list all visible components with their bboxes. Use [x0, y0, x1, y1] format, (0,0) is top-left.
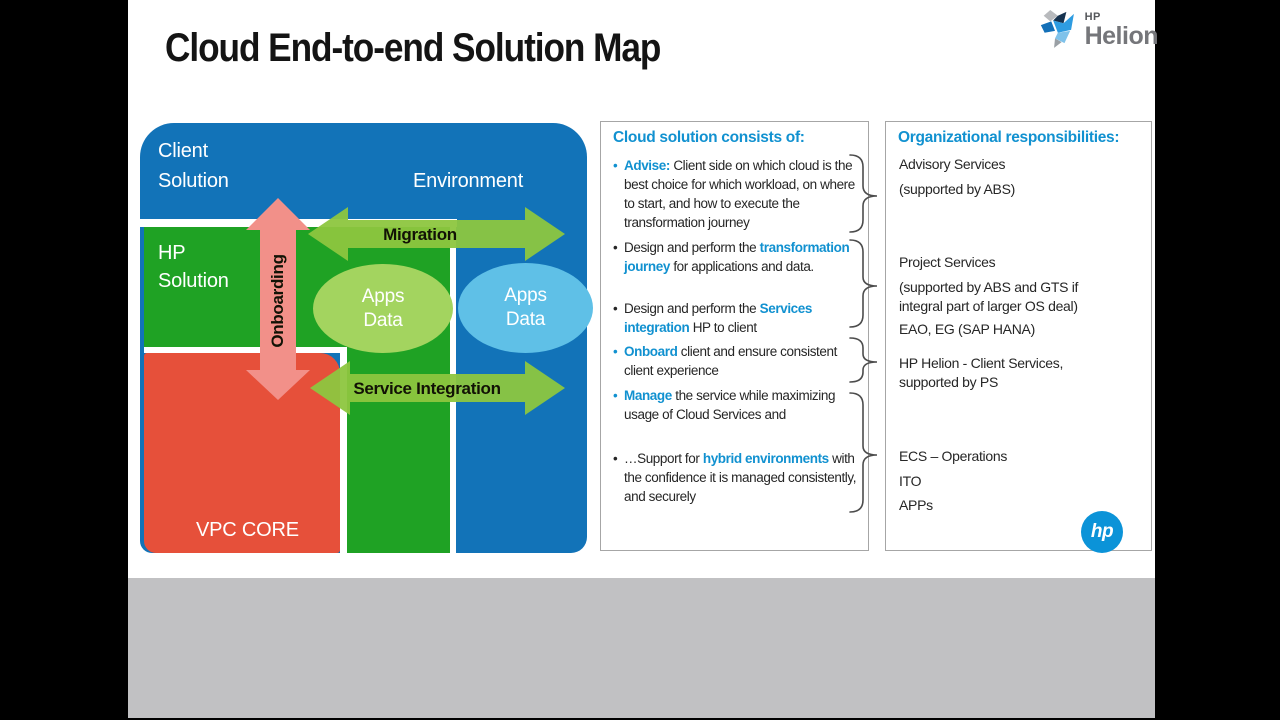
org-line: (supported by ABS and GTS if integral pa… [899, 279, 1079, 314]
cloud-solution-header: Cloud solution consists of: [613, 129, 805, 146]
migration-label: Migration [383, 225, 457, 244]
bullet-dot: • [613, 344, 618, 359]
service-integration-label: Service Integration [353, 379, 501, 398]
client-solution-label: Client [158, 140, 208, 162]
client-solution-label2: Solution [158, 170, 229, 192]
bullet-text: client and ensure consistent client expe… [624, 344, 837, 378]
divider [144, 347, 340, 353]
bullet-dot: • [613, 240, 618, 255]
org-line: Project Services [899, 254, 996, 270]
bullet-text: Design and perform the [624, 301, 760, 316]
apps-data-ellipse-hp: Apps Data [313, 264, 453, 353]
bullet-dot: • [613, 388, 618, 403]
solution-bullet: • Manage the service while maximizing usa… [611, 386, 858, 424]
apps-label: Apps [504, 285, 547, 306]
hp-logo-text: HP [1084, 11, 1101, 23]
solution-bullet: • Design and perform the transformation j… [611, 238, 858, 276]
bullet-text: Client side on which cloud is the best c… [624, 158, 855, 230]
bullet-text: Services integration [624, 301, 812, 335]
bullet-text: Advise: [624, 158, 670, 173]
cloud-solution-panel: Cloud solution consists of: • Advise: Cli… [600, 121, 869, 551]
apps-data-ellipse-client: Apps Data [458, 263, 593, 353]
apps-label: Apps [361, 285, 405, 307]
solution-bullet: •…Support for hybrid environments with t… [611, 449, 858, 506]
org-line: Advisory Services [899, 156, 1006, 172]
hp-solution-label2: Solution [158, 270, 229, 292]
hp-helion-logo: HP Helion [1038, 6, 1159, 54]
solution-bullet: • Advise: Client side on which cloud is t… [611, 156, 858, 232]
helion-logo-text: Helion [1084, 22, 1159, 50]
org-line: ITO [899, 473, 922, 489]
filmstrip-area [128, 578, 1155, 718]
hp-logo: hp [1081, 511, 1123, 553]
org-line: HP Helion - Client Services, supported b… [899, 355, 1064, 390]
data-label: Data [505, 309, 546, 330]
bullet-text: HP to client [689, 320, 757, 335]
hp-solution-label: HP [158, 242, 186, 264]
bullet-text: transformation journey [624, 240, 850, 274]
org-line: EAO, EG (SAP HANA) [899, 321, 1035, 337]
bullet-text: …Support for [624, 451, 703, 466]
bullet-text: Onboard [624, 344, 678, 359]
data-label: Data [363, 309, 403, 331]
environment-label: Environment [413, 170, 524, 192]
vpc-core-label: VPC CORE [196, 519, 299, 541]
bullet-text: for applications and data. [669, 259, 814, 274]
org-line: ECS – Operations [899, 448, 1008, 464]
org-line: APPs [899, 497, 933, 513]
helion-bird-icon [1040, 10, 1074, 48]
bullet-dot: • [613, 158, 618, 173]
onboarding-label: Onboarding [268, 254, 287, 348]
solution-bullet: • Design and perform the Services integra… [611, 299, 858, 337]
bullet-dot: • [613, 301, 618, 316]
solution-bullet: • Onboard client and ensure consistent cl… [611, 342, 858, 380]
bullet-text: hybrid environments [702, 451, 829, 466]
org-responsibilities-header: Organizational responsibilities: [898, 129, 1120, 146]
org-line: (supported by ABS) [899, 181, 1015, 197]
divider [340, 347, 347, 553]
bullet-text: Design and perform the [624, 240, 760, 255]
bullet-dot: • [613, 451, 618, 466]
slide-title: Cloud End-to-end Solution Map [165, 26, 661, 70]
bullet-text: Manage [624, 388, 672, 403]
org-responsibilities-panel: Organizational responsibilities: Advisor… [885, 121, 1152, 551]
bullet-text: the service while maximizing usage of Cl… [624, 388, 836, 422]
